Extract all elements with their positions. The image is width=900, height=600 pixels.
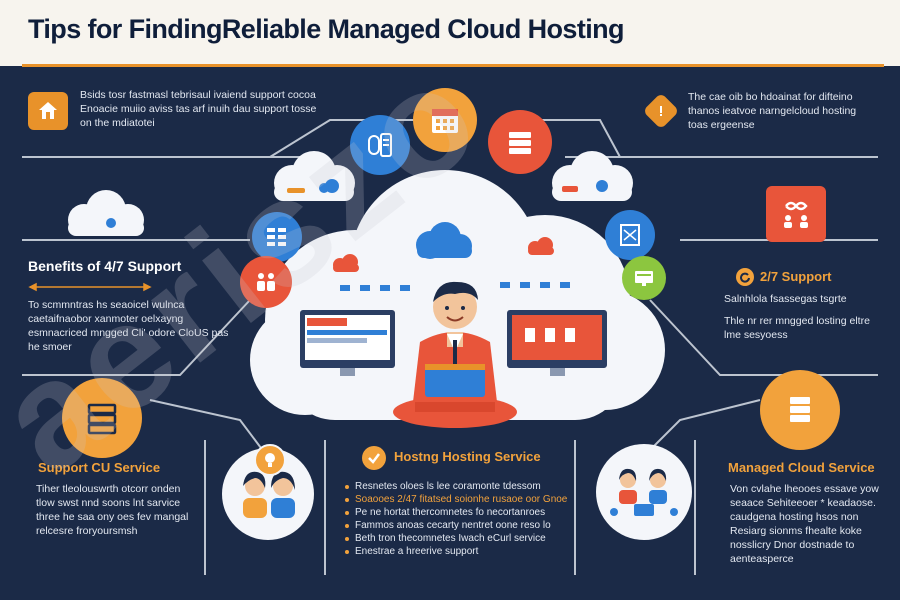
server-icon [488,110,552,174]
calendar-icon [413,88,477,152]
refresh-icon [736,268,754,286]
left-section-body: To scmmntras hs seaoicel wulnca caetaifn… [28,299,229,353]
central-cloud [250,170,665,420]
cloud-icon-top-left [274,151,355,201]
list-item: Pe ne hortat thercomnetes fo necortanroe… [345,506,575,519]
collaboration-icon [596,444,692,540]
monitor-icon [622,256,666,300]
page-title: Tips for FindingReliable Managed Cloud H… [28,14,625,44]
document-icon [350,115,410,175]
right-section-body: Thle nr rer mngged losting eltre lme ses… [724,315,870,341]
server-icon-right [760,370,840,450]
bottom-center-list: Resnetes oloes ls lee coramonte tdessom … [345,480,575,558]
house-icon [28,92,68,130]
cloud-icon-top-right [552,151,633,201]
check-icon [362,446,386,470]
list-item: Beth tron thecomnetes Iwach eCurl servic… [345,532,575,545]
list-item: Resnetes oloes ls lee coramonte tdessom [345,480,575,493]
bottom-left-body: Tiher tleolouswrth otcorr onden tlow sws… [36,483,189,537]
list-item: Fammos anoas cecarty nentret oone reso l… [345,519,575,532]
grid-icon [252,212,302,262]
right-section-subtitle: Salnhlola fsassegas tsgrte [724,293,847,305]
bottom-right-heading: Managed Cloud Service [728,460,875,475]
bottom-left-heading: Support CU Service [38,460,161,475]
title-underline [22,64,884,67]
bottom-right-body: Von cvlahe lheooes essave yow seaace Seh… [730,483,879,565]
bottom-center-heading: Hostng Hosting Service [394,449,541,464]
team-icon [766,186,826,242]
left-section-heading: Benefits of 4/7 Support [28,258,182,274]
header-banner: Tips for FindingReliable Managed Cloud H… [0,0,900,66]
right-section-heading: 2/7 Support [760,269,832,284]
blueprint-icon [605,210,655,260]
list-item: Enestrae a hreerive support [345,545,575,558]
person-with-laptop-icon [393,281,517,428]
server-stack-icon [62,378,142,458]
intro-right-text: The cae oib bo hdoainat for difteino tha… [688,91,857,131]
people-icon [240,256,292,308]
diamond-icon [642,92,680,130]
cloud-icon-left [68,190,144,236]
intro-left-text: Bsids tosr fastmasl tebrisaul ivaiend su… [80,89,317,129]
list-item: Soaooes 2/47 fitatsed soionhe rusaoe oor… [345,493,575,506]
lightbulb-icon [254,444,286,476]
